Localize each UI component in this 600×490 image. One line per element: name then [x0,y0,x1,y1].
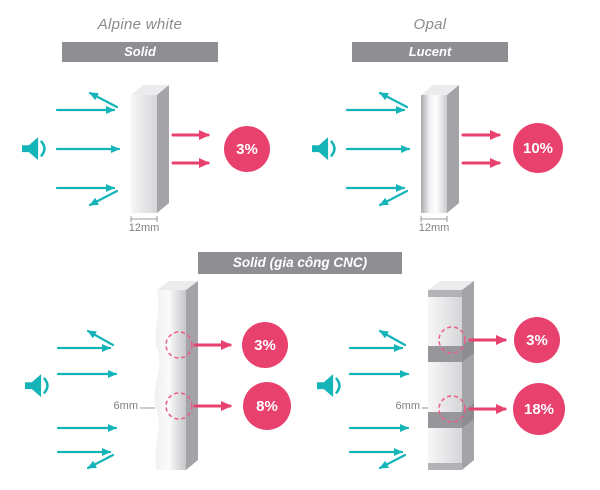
percent-badge: 18% [513,383,565,435]
percent-badge: 8% [243,382,291,430]
material-badge-lucent: Lucent [352,42,508,62]
panel-title-opal: Opal [413,16,447,33]
thickness-measure [130,216,158,222]
dashed-circles [438,326,466,423]
panel-title-alpine-white: Alpine white [97,16,183,33]
transmission-arrows [461,130,501,168]
sound-waves-arrows [56,329,118,470]
percent-badge: 3% [242,322,288,368]
panel-cnc-wave [154,281,198,470]
thickness-measure [420,216,448,222]
thickness-label: 12mm [418,222,450,234]
speaker-icon [310,135,336,162]
panel-cnc-groove [428,281,474,470]
panel-solid-alpine [131,85,169,213]
transmission-arrows [171,130,210,168]
transmission-arrows [193,340,232,411]
dashed-circles [165,331,193,420]
sound-waves-arrows [348,329,410,470]
speaker-icon [315,372,341,399]
percent-badge: 3% [224,126,270,172]
percent-badge: 10% [513,123,563,173]
speaker-icon [23,372,49,399]
thickness-label: 6mm [113,400,138,412]
sound-waves-arrows [345,91,411,207]
panel-lucent-opal [421,85,459,213]
speaker-icon [20,135,46,162]
material-badge-solid: Solid [62,42,218,62]
thickness-label: 12mm [128,222,160,234]
percent-badge: 3% [514,317,560,363]
thickness-label: 6mm [395,400,420,412]
sound-waves-arrows [55,91,121,207]
transmission-arrows [468,335,507,414]
material-badge-cnc: Solid (gia công CNC) [198,252,402,274]
